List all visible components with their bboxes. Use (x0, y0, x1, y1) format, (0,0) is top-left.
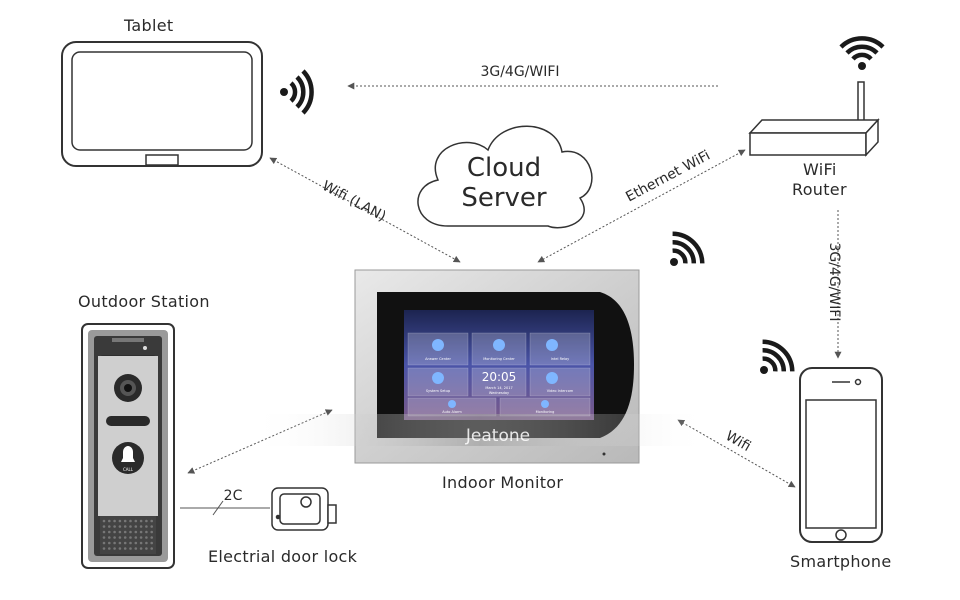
wifi-icon (760, 339, 795, 374)
monitor-day: Wednesday (489, 391, 509, 395)
call-label: CALL (123, 467, 134, 472)
router-label-line1: WiFi (803, 160, 837, 179)
wifi-icon (839, 36, 885, 70)
router-label-line2: Router (792, 180, 847, 199)
tile-system-setup: System Setup (426, 389, 451, 393)
wifi-icon (280, 69, 314, 115)
label-router-monitor: Ethernet WiFi (623, 148, 713, 206)
label-station-lock: 2C (224, 488, 243, 504)
tile-intel-relay: Intel Relay (551, 357, 569, 361)
brand-band (250, 414, 710, 446)
tile-monitoring: Monitoring (536, 410, 555, 414)
tile-answer-center: Answer Center (425, 357, 451, 361)
bell-icon (121, 446, 135, 462)
door-lock-device (271, 487, 337, 531)
outdoor-station: CALL (81, 323, 175, 569)
outdoor-station-label: Outdoor Station (78, 292, 210, 311)
cloud-server: Cloud Server (417, 125, 593, 229)
speaker-holes (102, 519, 153, 550)
tile-monitoring-center: Monitoring Center (483, 357, 515, 361)
label-tablet-router: 3G/4G/WIFI (480, 64, 559, 80)
label-router-phone: 3G/4G/WIFI (826, 242, 842, 321)
name-plate (106, 416, 150, 426)
router-device (748, 81, 880, 157)
wire-station-lock (180, 500, 270, 516)
monitor-time: 20:05 (482, 370, 517, 384)
monitor-date: March 14, 2017 (485, 386, 512, 390)
cloud-line2: Server (461, 183, 547, 213)
tablet-device (61, 41, 263, 167)
label-phone-monitor: Wifi (723, 428, 754, 455)
smartphone-label: Smartphone (790, 552, 892, 571)
tile-video-intercom: Video Intercom (547, 389, 574, 393)
cloud-line1: Cloud (467, 153, 541, 183)
tablet-label: Tablet (124, 16, 174, 35)
indoor-monitor-label: Indoor Monitor (442, 473, 564, 492)
wifi-icon (670, 231, 705, 266)
line-tablet-monitor (269, 157, 461, 263)
smartphone-device (799, 367, 883, 543)
line-router-monitor (537, 149, 746, 263)
tile-auto-alarm: Auto Alarm (442, 410, 462, 414)
door-lock-label: Electrial door lock (208, 547, 358, 566)
brand-watermark: Jeatone (465, 426, 530, 446)
label-tablet-monitor: Wifi (LAN) (319, 178, 388, 225)
